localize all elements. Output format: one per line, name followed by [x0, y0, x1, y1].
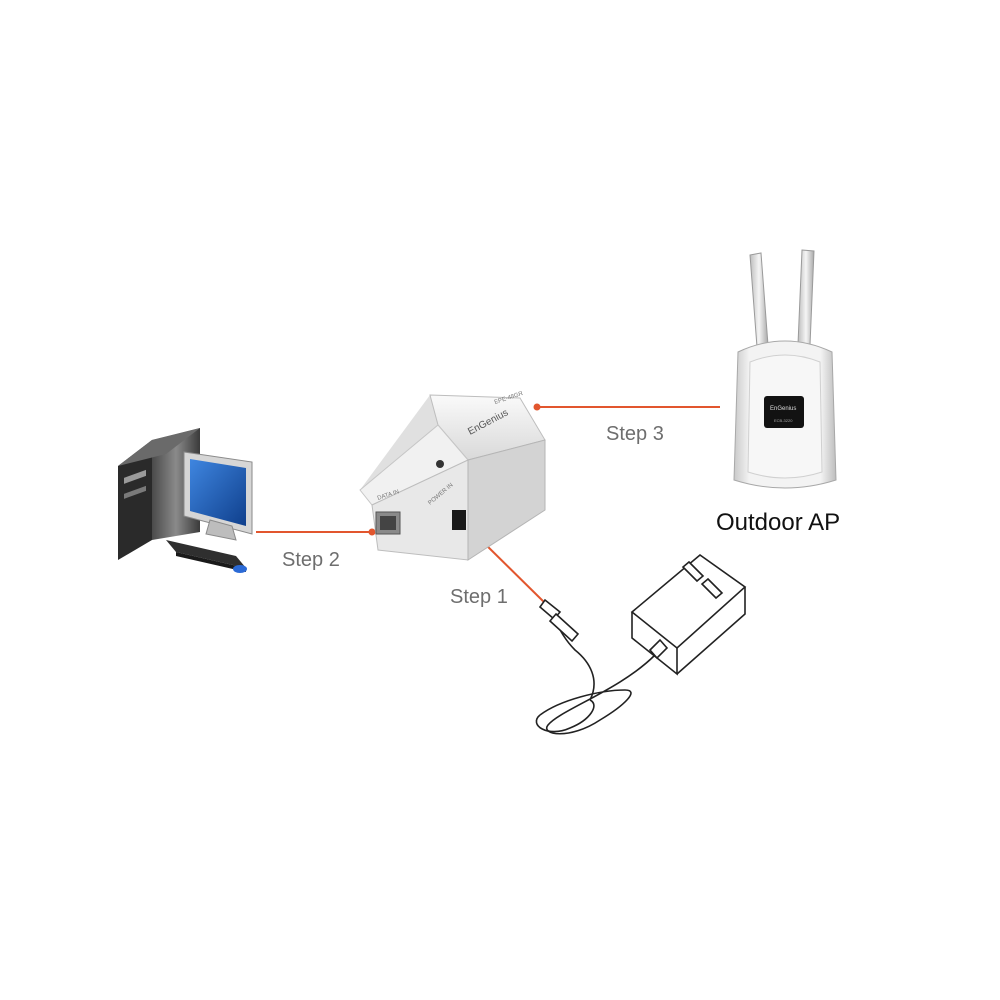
- step3-label: Step 3: [606, 423, 664, 445]
- connector-lines: [256, 403, 720, 606]
- step3-connector-dot: [533, 403, 541, 411]
- ap-screen-text: ECB-3220: [774, 418, 793, 423]
- ap-logo-text: EnGenius: [770, 406, 796, 412]
- power-adapter-icon: [535, 553, 747, 735]
- desktop-computer-icon: [118, 428, 253, 573]
- step2-connector-dot: [368, 528, 376, 536]
- poe-injector-icon: EnGenius EPE-48GR DATA IN POWER IN: [359, 391, 546, 561]
- step1-connector-line: [478, 537, 548, 606]
- outdoor-ap-label: Outdoor AP: [716, 509, 841, 536]
- step2-label: Step 2: [282, 549, 340, 571]
- step1-label: Step 1: [450, 586, 508, 608]
- outdoor-ap-icon: EnGenius ECB-3220: [733, 249, 837, 489]
